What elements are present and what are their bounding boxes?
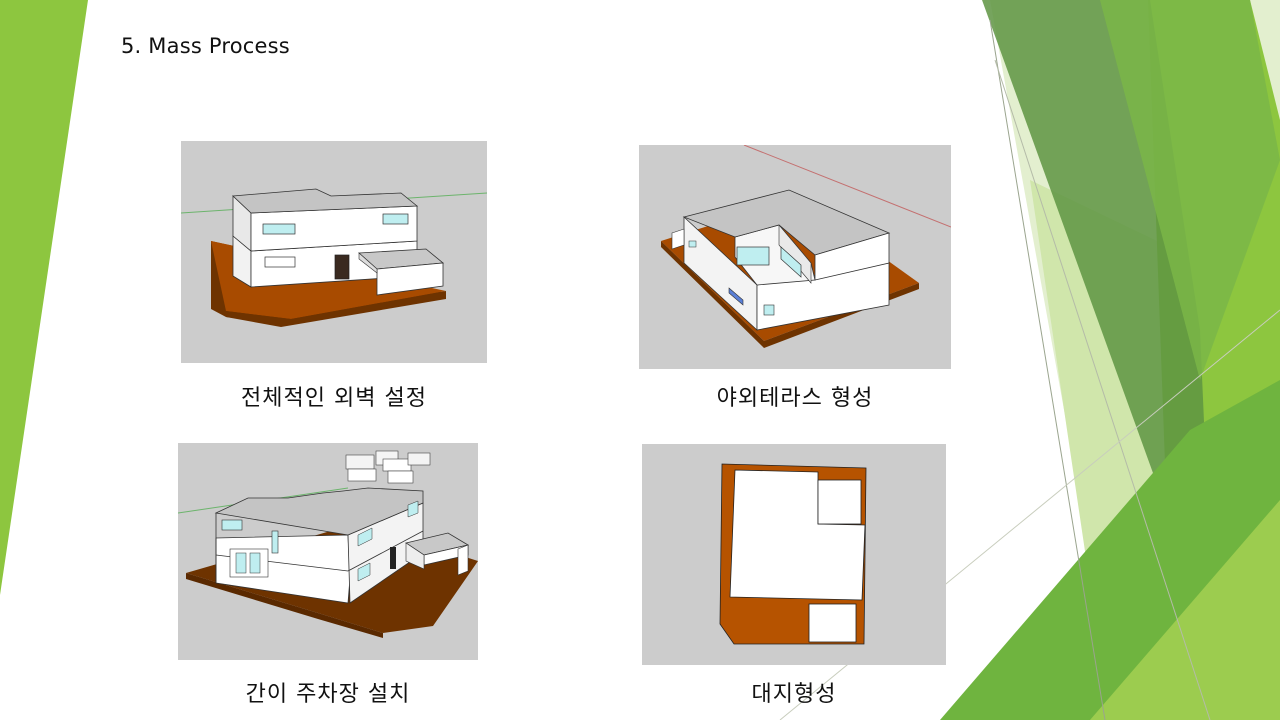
figure-simple-parking <box>178 443 478 660</box>
model-render-3 <box>178 443 478 660</box>
caption-outdoor-terrace: 야외테라스 형성 <box>716 386 874 411</box>
thin-line-1 <box>989 19 1106 720</box>
bottom-light-wedge <box>1090 500 1280 720</box>
left-green-wedge <box>0 0 88 595</box>
right-mid-wedge <box>1100 0 1280 380</box>
model-render-1 <box>181 141 487 363</box>
model-render-2 <box>639 145 951 369</box>
figure-overall-exterior-wall <box>181 141 487 363</box>
model-render-4 <box>642 444 946 665</box>
caption-overall-exterior-wall: 전체적인 외벽 설정 <box>241 386 427 411</box>
figure-site-formation <box>642 444 946 665</box>
caption-simple-parking: 간이 주차장 설치 <box>245 682 411 707</box>
slide-title: 5. Mass Process <box>121 34 290 58</box>
figure-outdoor-terrace <box>639 145 951 369</box>
thin-line-2 <box>994 59 1211 720</box>
caption-site-formation: 대지형성 <box>751 682 837 707</box>
